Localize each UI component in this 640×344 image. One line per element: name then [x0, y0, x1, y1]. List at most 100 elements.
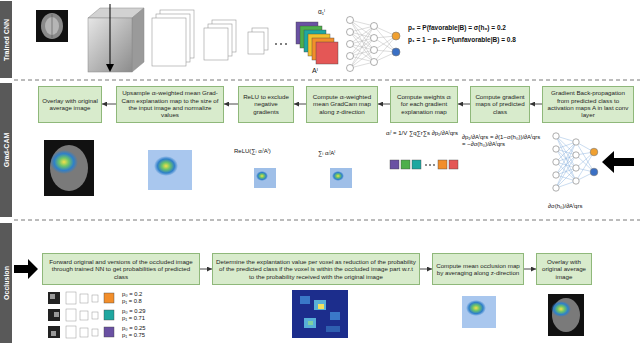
dense-network [347, 53, 354, 60]
node-text: ReLU to exclude negative gradients [242, 93, 290, 115]
node-text: Compute αₗ-weighted mean GradCam map alo… [310, 93, 374, 115]
occlusion-pipeline [104, 327, 114, 337]
process-box: Upsample αₗ-weighted mean Grad-Cam expla… [116, 86, 224, 123]
section-divider [14, 80, 640, 220]
occlusion-pipeline [48, 326, 60, 338]
flow-arrow [294, 104, 306, 105]
backprop-network [590, 168, 598, 176]
conv-layers [152, 10, 268, 66]
occlusion-map [304, 318, 316, 328]
section-tab: Trained CNN [0, 1, 12, 78]
dense-network [392, 48, 400, 56]
conv-layers [248, 32, 264, 54]
entry-arrow [602, 151, 634, 173]
weight-maps [390, 160, 458, 169]
occlusion-pipeline [66, 309, 76, 321]
ellipsis-dots [429, 164, 431, 166]
ellipsis-dots [425, 164, 427, 166]
backprop-network [553, 133, 559, 139]
node-text: Overlay with original average image [540, 258, 588, 280]
upsampled-map [148, 150, 192, 190]
dense-network [347, 41, 354, 48]
probability-value: p₀ = 0.25 [122, 325, 146, 332]
brain-image [36, 10, 68, 42]
flow-arrow [224, 104, 238, 105]
mean-map [330, 168, 352, 188]
backprop-network [573, 139, 579, 145]
section-tab: Occlusion [0, 223, 12, 343]
backprop-network [553, 159, 559, 165]
formula-label: ∂σ(h₀)/∂Aˡqrs [548, 203, 582, 210]
node-text: Gradient Back-propagation from predicted… [546, 89, 630, 118]
image-volume [106, 64, 114, 72]
process-box: Determine the explantation value per vox… [212, 253, 420, 285]
process-box: Forward original and versions of the occ… [42, 253, 200, 285]
conv-layers [204, 28, 228, 60]
backprop-network [553, 146, 559, 152]
process-box: ReLU to exclude negative gradients [238, 86, 294, 123]
relu-map [256, 171, 268, 181]
formula-label: p₀ = P(favorable|B) = σ(h₀) = 0.2 [408, 24, 506, 32]
formula-label: ReLU(∑ₗ αₗˡAˡ) [234, 148, 271, 155]
node-text: Compute mean occlusion map by averaging … [436, 262, 520, 277]
section-divider [14, 220, 640, 221]
image-volume [110, 4, 111, 66]
node-text: Compute weights αₗ for each gradient exp… [394, 93, 454, 115]
ellipsis-dots [425, 164, 435, 166]
ellipsis-dots [433, 164, 435, 166]
formula-label: p₁ = 1 − p₀ = P(unfavorable|B) = 0.8 [408, 36, 516, 44]
occlusion-map [318, 304, 324, 309]
weight-maps [449, 160, 458, 169]
entry-arrow [14, 259, 38, 279]
dense-network [350, 20, 396, 68]
backprop-network [553, 185, 559, 191]
upsampled-map [148, 150, 192, 190]
brain-image [36, 10, 68, 42]
overlay-image [552, 298, 580, 332]
formula-label: αₗˡ = 1/V ∑q∑r∑s ∂p₁/∂Aˡqrs [386, 130, 458, 137]
occlusion-map [292, 290, 348, 338]
occlusion-pipeline [92, 312, 98, 319]
occlusion-pipeline [48, 309, 114, 321]
process-box: Compute αₗ-weighted mean GradCam map alo… [306, 86, 378, 123]
occlusion-map [300, 296, 310, 304]
probability-value: p₀ = 0.29 [122, 308, 146, 315]
backprop-network [573, 165, 579, 171]
upsampled-map [154, 156, 178, 176]
occlusion-pipeline [80, 311, 88, 320]
backprop-network [553, 172, 559, 178]
process-box: Compute weights αₗ for each gradient exp… [390, 86, 458, 123]
process-box: Gradient Back-propagation from predicted… [542, 86, 634, 123]
formula-label: α₁ˡ [318, 8, 325, 16]
brain-image [41, 13, 63, 39]
occlusion-pipeline [50, 294, 55, 299]
flow-arrow [530, 104, 542, 105]
overlay-image [50, 150, 78, 174]
relu-map [254, 168, 276, 188]
backprop-network [553, 133, 579, 191]
occlusion-pipeline [48, 292, 114, 338]
occlusion-pipeline [104, 310, 114, 320]
backprop-network [553, 133, 598, 191]
backprop-network [590, 148, 598, 156]
formula-label: ∑ₗ αₗˡAˡ [318, 150, 335, 157]
mean-occlusion-map [462, 296, 496, 328]
overlay-image [50, 145, 88, 191]
formula-label: ∂p₁/∂Aˡqrs = ∂(1−σ(h₀))/∂Aˡqrs = −∂σ(h₀)… [462, 134, 544, 148]
process-box: Overlay with original average image [38, 86, 102, 123]
relu-map [254, 168, 276, 188]
overlay-image [44, 140, 94, 196]
dense-network [347, 17, 401, 72]
weight-maps [438, 160, 447, 169]
flow-arrow [378, 104, 390, 105]
dense-network [371, 35, 378, 42]
feature-maps [316, 42, 338, 64]
node-text: Upsample αₗ-weighted mean Grad-Cam expla… [120, 89, 220, 118]
flow-arrow [524, 269, 536, 270]
dense-network [347, 65, 354, 72]
node-text: Forward original and versions of the occ… [46, 258, 196, 280]
overlay-image [548, 294, 584, 336]
occlusion-pipeline [66, 292, 76, 304]
